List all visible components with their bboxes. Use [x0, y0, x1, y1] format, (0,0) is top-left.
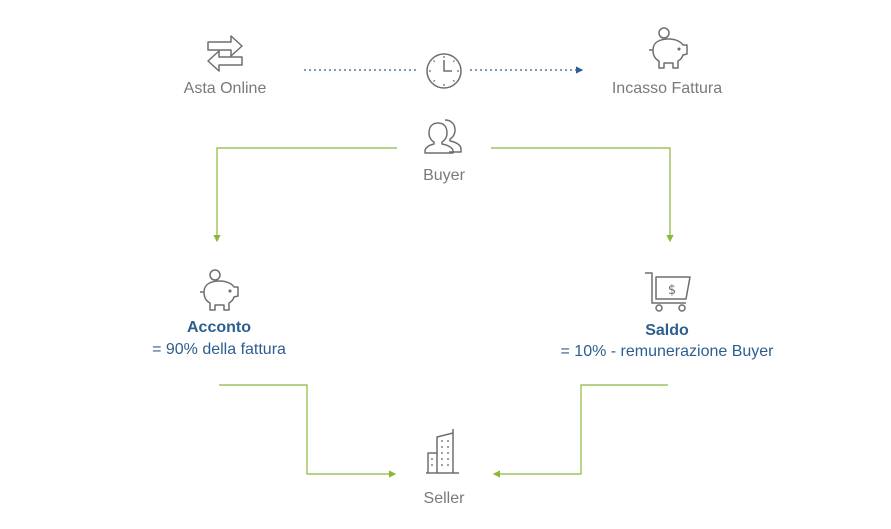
saldo-to-seller-line	[492, 384, 668, 478]
acconto-to-seller-line	[219, 384, 397, 478]
acconto-detail: = 90% della fattura	[152, 341, 286, 358]
buyer-label: Buyer	[423, 167, 465, 184]
buyer-to-saldo-line	[491, 147, 674, 243]
acconto-title: Acconto	[187, 319, 251, 336]
buyer-to-acconto-line	[213, 147, 397, 243]
users-icon	[423, 116, 463, 159]
building-icon	[425, 427, 461, 480]
clock-icon	[424, 51, 464, 96]
incasso-fattura-label: Incasso Fattura	[611, 80, 723, 97]
asta-online-label: Asta Online	[183, 80, 267, 97]
swap-arrows-icon	[205, 34, 245, 79]
piggy-bank-icon	[645, 26, 693, 77]
shopping-cart-dollar-icon: $	[643, 270, 693, 319]
piggy-bank-icon	[196, 268, 244, 319]
saldo-detail: = 10% - remunerazione Buyer	[560, 343, 774, 360]
saldo-title: Saldo	[645, 322, 689, 339]
svg-text:$: $	[668, 283, 676, 298]
seller-label: Seller	[423, 490, 465, 507]
